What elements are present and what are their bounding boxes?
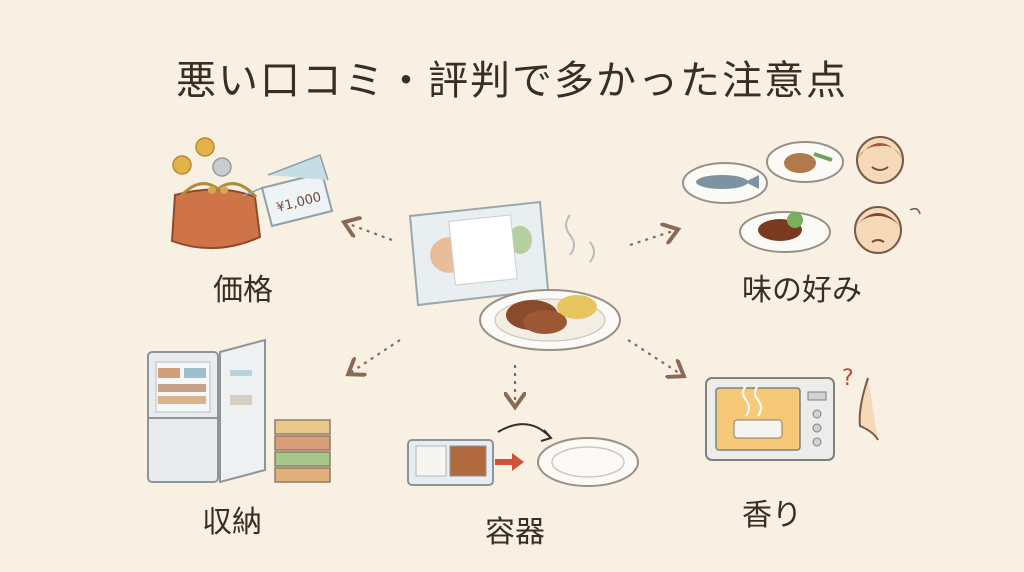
- label-smell: 香り: [742, 498, 802, 533]
- frozen-meal-icon: [408, 200, 621, 351]
- arrow-to-price: [346, 223, 393, 242]
- arrow-to-storage: [350, 339, 401, 373]
- connector-arrows: [346, 223, 682, 405]
- arrow-to-taste: [629, 230, 676, 247]
- svg-text:?: ?: [842, 366, 854, 391]
- label-storage: 収納: [202, 505, 262, 540]
- microwave-nose-icon: ?: [705, 366, 879, 461]
- plates-faces-icon: [682, 136, 921, 254]
- tray-to-plate-icon: [407, 423, 639, 487]
- label-price: 価格: [213, 273, 273, 308]
- label-taste: 味の好み: [742, 273, 862, 308]
- arrow-to-smell: [627, 339, 682, 375]
- page-title: 悪い口コミ・評判で多かった注意点: [176, 58, 848, 104]
- fridge-icon: [147, 338, 331, 484]
- label-container: 容器: [485, 515, 545, 550]
- coin-purse-icon: [170, 137, 334, 250]
